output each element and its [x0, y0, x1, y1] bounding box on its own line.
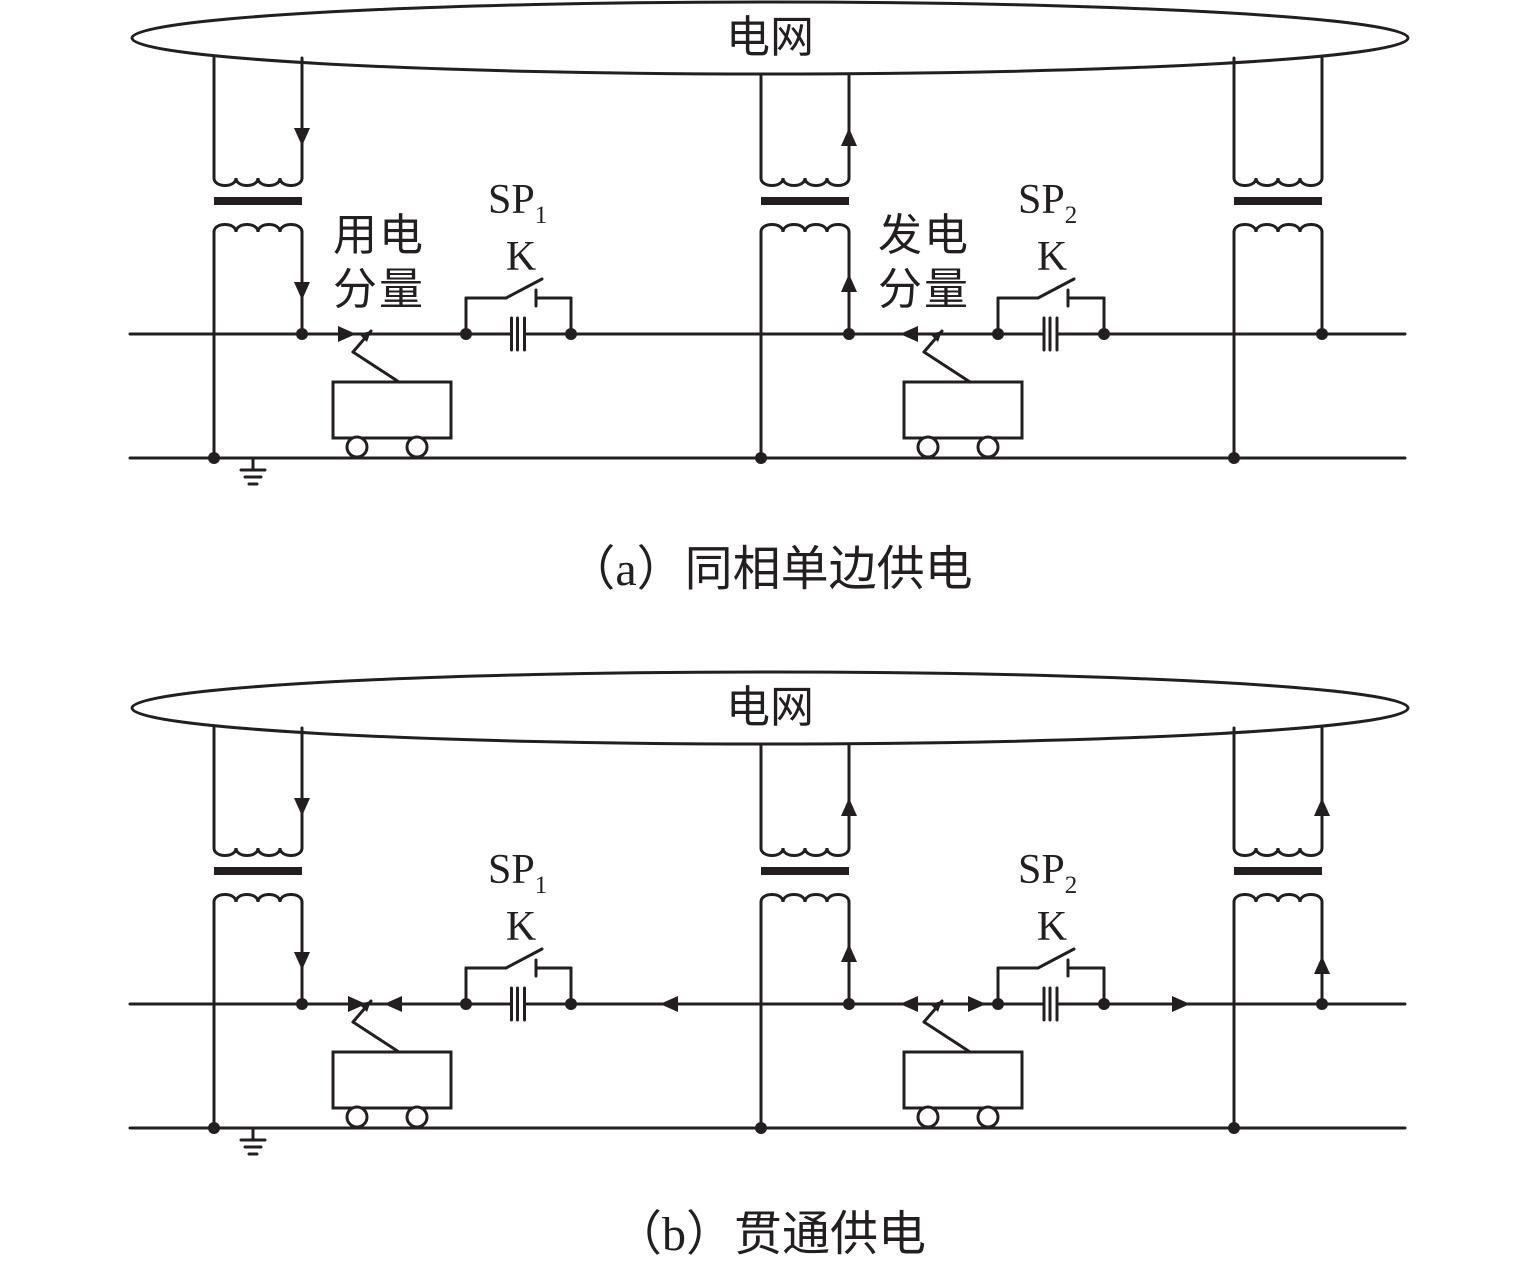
flow-arrow-left-secondary-b [294, 952, 310, 970]
tx-core-right-a [1234, 197, 1322, 205]
tx-secondary-coil-left-a [212, 223, 304, 233]
tx-secondary-coil-right-b [1232, 893, 1324, 903]
sp2-switch-label-a: K [1037, 234, 1067, 280]
catenary-node-right-a [1316, 328, 1328, 340]
pantograph-head-left-a [359, 331, 371, 342]
train-body-right-b [902, 1050, 1024, 1110]
sp-switch-blade-sp1-b [504, 947, 544, 970]
rail-node-left-a [208, 452, 220, 464]
flow-arrow-middle-secondary-a [841, 274, 857, 292]
catenary-arrow-4-b [900, 996, 918, 1012]
train-body-left-a [331, 380, 453, 440]
tx-primary-coil-left-a [212, 177, 304, 187]
generate-label-line1: 发电 [878, 211, 970, 260]
sp1-label-a: SP1 [488, 177, 547, 229]
panel-geometry-b [128, 670, 1410, 1156]
panel-a: 电网 SP1 K SP2 K 用电 分量 发电 分量 （a）同相单边供电 [128, 0, 1410, 596]
rail-node-middle-a [755, 452, 767, 464]
sp1-label-b: SP1 [488, 847, 547, 899]
train-wheel-front-right-a [916, 435, 940, 459]
sp2-switch-label-b: K [1037, 904, 1067, 950]
flow-arrow-middle-primary-b [841, 798, 857, 816]
sp1-switch-label-a: K [506, 234, 536, 280]
flow-arrow-left-secondary-a [294, 282, 310, 300]
train-wheel-front-right-b [916, 1105, 940, 1129]
tx-primary-coil-middle-b [759, 847, 851, 857]
tx-core-middle-a [761, 197, 849, 205]
sp2-label-b: SP2 [1018, 847, 1077, 899]
catenary-node-middle-a [843, 328, 855, 340]
rail-node-middle-b [755, 1122, 767, 1134]
grid-label-b: 电网 [726, 683, 814, 732]
panel-b: 电网 SP1 K SP2 K （b）贯通供电 [128, 670, 1410, 1261]
caption-a: （a）同相单边供电 [567, 543, 972, 596]
flow-arrow-left-primary-a [294, 128, 310, 146]
catenary-node-middle-b [843, 998, 855, 1010]
rail-node-right-a [1228, 452, 1240, 464]
flow-arrow-middle-primary-a [841, 128, 857, 146]
pantograph-arm-lower-left-b [351, 1020, 401, 1054]
generate-label-line2: 分量 [878, 265, 970, 314]
grid-ellipse-a [130, 0, 1410, 76]
catenary-arrow-1-b [348, 996, 366, 1012]
caption-b: （b）贯通供电 [614, 1208, 926, 1261]
catenary-node-right-b [1316, 998, 1328, 1010]
catenary-arrow-3-b [660, 996, 678, 1012]
sp-switch-blade-sp1-a [504, 277, 544, 300]
panel-a-circuit [128, 0, 1410, 486]
train-wheel-rear-right-a [976, 435, 1000, 459]
catenary-arrow-2-b [384, 996, 402, 1012]
tx-primary-coil-middle-a [759, 177, 851, 187]
grid-ellipse-b [130, 670, 1410, 746]
catenary-node-left-b [296, 998, 308, 1010]
tx-core-left-b [214, 867, 302, 875]
pantograph-arm-lower-right-a [922, 350, 972, 384]
flow-arrow-middle-secondary-b [841, 944, 857, 962]
catenary-arrow-generate-a [900, 326, 918, 342]
train-wheel-rear-left-b [405, 1105, 429, 1129]
catenary-arrow-5-b [968, 996, 986, 1012]
train-wheel-front-left-b [345, 1105, 369, 1129]
tx-secondary-coil-right-a [1232, 223, 1324, 233]
tx-core-middle-b [761, 867, 849, 875]
train-body-right-a [902, 380, 1024, 440]
pantograph-head-right-a [930, 331, 942, 342]
grid-label-a: 电网 [726, 13, 814, 62]
catenary-arrow-consume-a [338, 326, 356, 342]
consume-label-line1: 用电 [333, 211, 425, 260]
train-body-left-b [331, 1050, 453, 1110]
flow-arrow-left-primary-b [294, 798, 310, 816]
train-wheel-rear-left-a [405, 435, 429, 459]
consume-label-line2: 分量 [333, 265, 425, 314]
tx-secondary-coil-left-b [212, 893, 304, 903]
flow-arrow-right-primary-b [1314, 798, 1330, 816]
sp-switch-blade-sp2-b [1036, 947, 1076, 970]
tx-secondary-coil-middle-b [759, 893, 851, 903]
tx-primary-coil-left-b [212, 847, 304, 857]
tx-primary-coil-right-b [1232, 847, 1324, 857]
panel-b-circuit [128, 670, 1410, 1156]
sp2-label-a: SP2 [1018, 177, 1077, 229]
tx-core-left-a [214, 197, 302, 205]
pantograph-arm-lower-left-a [351, 350, 401, 384]
tx-primary-coil-right-a [1232, 177, 1324, 187]
flow-arrow-right-secondary-b [1314, 956, 1330, 974]
catenary-node-left-a [296, 328, 308, 340]
catenary-arrow-6-b [1172, 996, 1190, 1012]
rail-node-right-b [1228, 1122, 1240, 1134]
train-wheel-rear-right-b [976, 1105, 1000, 1129]
tx-secondary-coil-middle-a [759, 223, 851, 233]
tx-core-right-b [1234, 867, 1322, 875]
pantograph-head-right-b [930, 1001, 942, 1012]
sp-switch-blade-sp2-a [1036, 277, 1076, 300]
sp1-switch-label-b: K [506, 904, 536, 950]
rail-node-left-b [208, 1122, 220, 1134]
panel-geometry-a [128, 0, 1410, 486]
pantograph-arm-lower-right-b [922, 1020, 972, 1054]
train-wheel-front-left-a [345, 435, 369, 459]
